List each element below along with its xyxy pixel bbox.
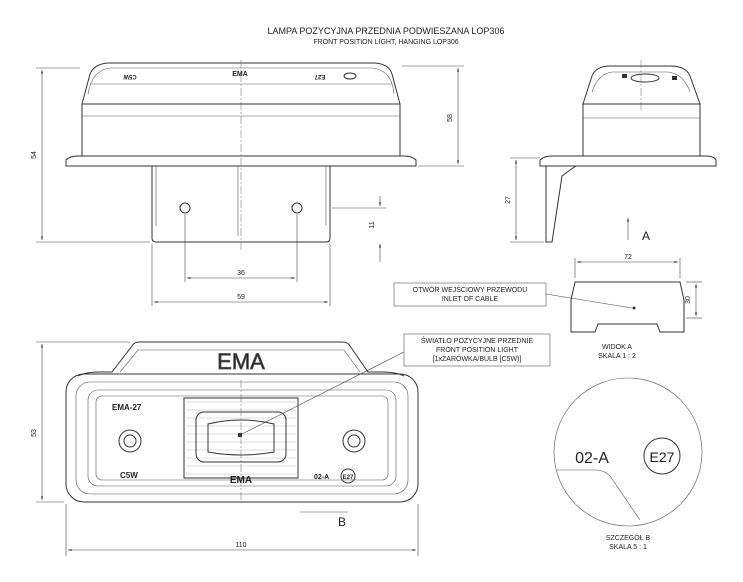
cap-label-left: C5W [123, 73, 137, 79]
brand-label: EMA [230, 475, 252, 486]
dim-53: 53 [31, 429, 38, 437]
top-view: EMA EMA-27 C5W EMA 02-A E27 ŚWIATŁO POZY… [65, 333, 551, 529]
dim-30: 30 [685, 296, 692, 304]
dim-36: 36 [237, 270, 245, 277]
detail-b-caption: SZCZEGÓŁ B [606, 533, 651, 542]
detail-b-scale: SKALA 5 : 1 [609, 544, 647, 551]
dim-72: 72 [624, 254, 632, 261]
cap-label-right: E27 [314, 73, 325, 79]
detail-b-marker: B [338, 515, 346, 529]
cable-inlet-label-pl: OTWÓR WEJŚCIOWY PRZEWODU [413, 285, 528, 294]
approval-label: 02-A [314, 474, 329, 481]
dim-54: 54 [31, 151, 38, 159]
cap-label-center: EMA [232, 71, 248, 78]
view-arrow-label: A [642, 229, 650, 243]
dim-27: 27 [505, 196, 512, 204]
top-view-dimensions: 53 110 [31, 341, 419, 556]
bulb-label: C5W [120, 471, 138, 480]
cable-inlet-label-en: INLET OF CABLE [442, 296, 499, 303]
approval-mark: E27 [343, 475, 354, 481]
dim-58: 58 [447, 114, 454, 122]
detail-approval: 02-A [575, 450, 609, 467]
model-label: EMA-27 [112, 403, 142, 412]
side-view: C5W EMA E27 [65, 60, 417, 250]
title-en: FRONT POSITION LIGHT, HANGING LOP306 [313, 39, 458, 46]
dim-110: 110 [235, 542, 246, 549]
dim-59: 59 [237, 294, 245, 301]
light-callout-en: FRONT POSITION LIGHT [436, 347, 519, 354]
view-a-caption: WIDOK A [602, 344, 632, 351]
detail-mark: E27 [650, 449, 675, 465]
light-callout-pl: ŚWIATŁO POZYCYJNE PRZEDNIE [421, 336, 534, 345]
dim-11: 11 [369, 221, 376, 228]
view-a-scale: SKALA 1 : 2 [598, 353, 636, 360]
view-a: 72 30 OTWÓR WEJŚCIOWY PRZEWODU INLET OF … [393, 254, 702, 360]
side-view-dimensions: 54 58 11 36 59 [31, 65, 464, 306]
detail-b: 02-A E27 SZCZEGÓŁ B SKALA 5 : 1 [553, 377, 703, 551]
title-pl: LAMPA POZYCYJNA PRZEDNIA PODWIESZANA LOP… [268, 26, 505, 36]
light-callout-bulb: [1xŻARÓWKA/BULB [C5W)] [433, 354, 522, 363]
brand-relief: EMA [217, 349, 265, 374]
end-view: 27 A [505, 60, 717, 243]
